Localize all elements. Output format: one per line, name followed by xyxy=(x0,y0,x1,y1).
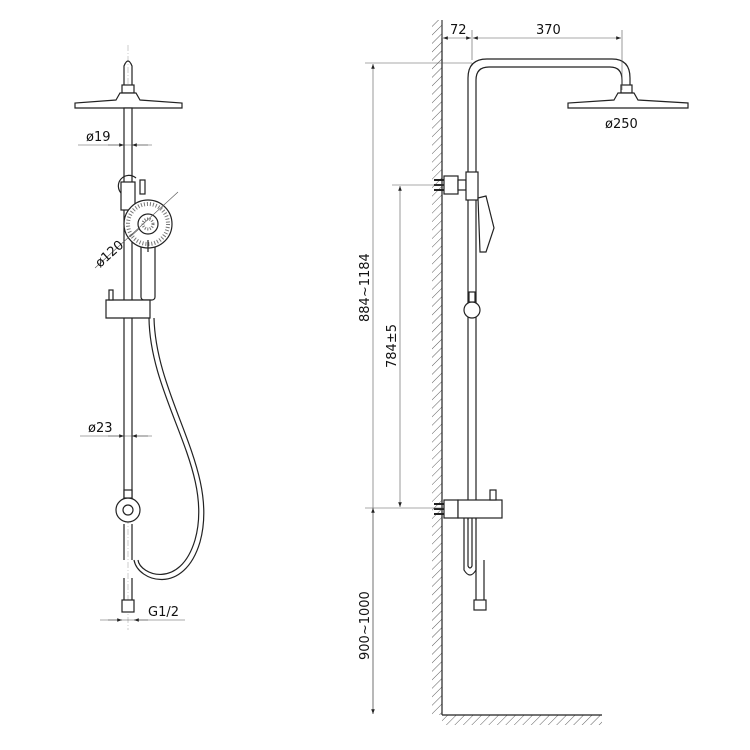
overhead-shower-head xyxy=(567,92,689,109)
dim-arm-length: 370 xyxy=(536,23,561,38)
dim-head: ø250 xyxy=(605,117,638,132)
wall-bracket-lower xyxy=(443,499,459,519)
hand-shower-holder xyxy=(117,174,137,195)
floor xyxy=(442,715,602,725)
side-view: 72 370 ø250 884~1184 784±5 900~1000 xyxy=(358,20,689,725)
inlet-connector xyxy=(121,599,135,613)
shower-arm xyxy=(467,58,631,520)
dim-mount-height: 900~1000 xyxy=(358,591,373,660)
dim-hand-shower: ø120 xyxy=(93,238,127,271)
dim-pipe-top: ø19 xyxy=(86,130,111,145)
front-view: ø19 ø120 ø23 xyxy=(74,45,205,630)
mixer-body xyxy=(457,499,503,519)
overhead-shower-head xyxy=(74,92,183,109)
dim-total-height: 884~1184 xyxy=(358,253,373,322)
slide-holder xyxy=(463,301,481,319)
hand-shower xyxy=(477,195,495,253)
wall xyxy=(432,20,442,715)
inlet-connector xyxy=(473,599,487,611)
wall-bracket-upper xyxy=(443,175,459,195)
shower-head-connector xyxy=(123,60,133,85)
dim-connection: G1/2 xyxy=(148,605,179,620)
mixer-valve xyxy=(115,497,141,523)
slide-holder xyxy=(105,299,151,319)
dim-wall-offset: 72 xyxy=(450,23,467,38)
shower-hose xyxy=(137,317,200,575)
dim-pipe-bottom: ø23 xyxy=(88,421,113,436)
dim-bracket-spacing: 784±5 xyxy=(385,324,400,368)
